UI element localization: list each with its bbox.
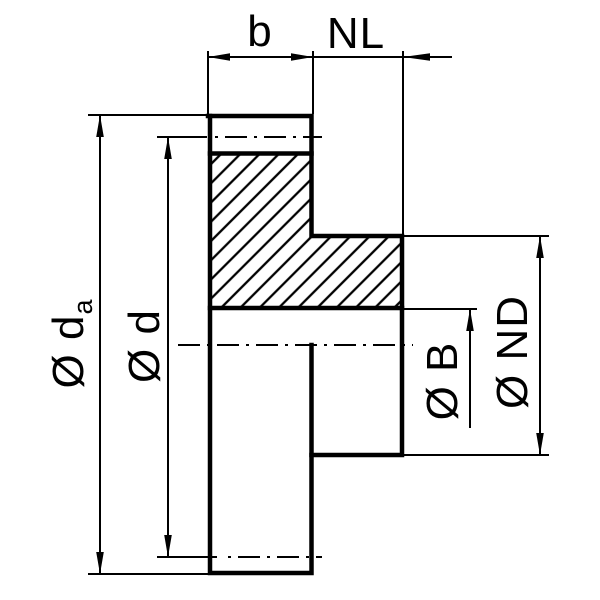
dimension-lines <box>88 51 549 575</box>
label-hub-diameter: Ø ND <box>488 295 537 409</box>
section-hatching <box>210 154 402 308</box>
b-arrow-left <box>208 53 230 61</box>
da-arrow-bottom <box>96 552 104 574</box>
da-arrow-top <box>96 115 104 137</box>
nl-arrow <box>403 53 430 61</box>
label-face-width: b <box>247 7 273 56</box>
b-bore-arrow <box>466 309 474 331</box>
nd-arrow-top <box>536 236 544 258</box>
outline-upper-right <box>205 113 405 458</box>
arrowheads <box>96 53 544 574</box>
label-tip-diameter: Ø da <box>44 299 98 389</box>
d-arrow-top <box>164 137 172 159</box>
d-arrow-bottom <box>164 535 172 557</box>
label-hub-length: NL <box>326 9 386 58</box>
nd-arrow-bottom <box>536 433 544 455</box>
center-lines <box>178 136 413 558</box>
label-tip-diameter-subscript: a <box>68 299 98 315</box>
label-pitch-diameter: Ø d <box>120 309 169 383</box>
label-bore-diameter: Ø B <box>418 341 467 421</box>
b-arrow-right <box>291 53 313 61</box>
label-tip-diameter-main: Ø d <box>44 314 93 389</box>
